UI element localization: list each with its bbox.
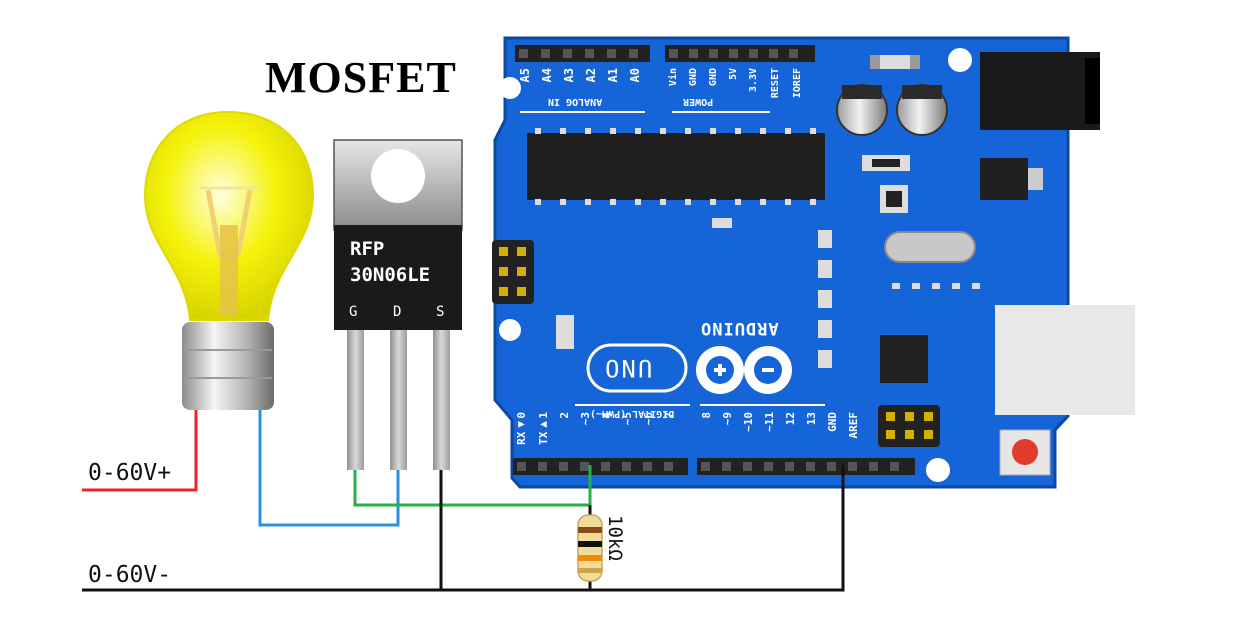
power-pin-label: GND — [688, 68, 699, 87]
board-model: UNO — [603, 354, 653, 382]
digital-pin-label: 8 — [700, 412, 713, 419]
mount-hole — [499, 77, 521, 99]
crystal — [884, 231, 976, 263]
icsp-header-2 — [878, 405, 940, 447]
resistor-label: 10kΩ — [604, 515, 626, 561]
light-bulb — [143, 110, 315, 410]
smd-part — [880, 55, 910, 69]
negative-supply-label: 0-60V- — [88, 562, 172, 588]
positive-supply-label: 0-60V+ — [88, 460, 172, 486]
mosfet-hole — [371, 149, 425, 203]
analog-pin-label: A1 — [606, 68, 620, 83]
mount-hole — [926, 458, 950, 482]
digital-pin-label: AREF — [847, 412, 860, 439]
mosfet-pin-gate: G — [349, 304, 358, 320]
power-header-label: POWER — [683, 96, 714, 107]
mosfet-leg-d — [390, 330, 407, 470]
uno-badge — [586, 343, 688, 393]
mount-hole — [499, 319, 521, 341]
usb-port — [995, 305, 1135, 415]
digital-pin-label: TX▶1 — [537, 412, 550, 445]
ground-wire — [82, 465, 845, 592]
power-pin-label: Vin — [668, 68, 679, 87]
positive-wire — [82, 410, 198, 492]
digital-pin-label: 13 — [805, 412, 818, 426]
digital-pin-label: ~3 — [579, 412, 592, 426]
digital-pin-label: ~9 — [721, 412, 734, 426]
analog-pin-label: A2 — [584, 68, 598, 83]
analog-header-label: ANALOG IN — [548, 96, 603, 107]
power-pin-label: 5V — [728, 68, 739, 81]
board-brand: ARDUINO — [700, 318, 779, 338]
gate-wire — [353, 465, 592, 507]
analog-pin-label: A4 — [540, 68, 554, 83]
mosfet-pin-drain: D — [393, 304, 402, 320]
digital-pin-label: ~10 — [742, 412, 755, 432]
digital-pin-label: GND — [826, 412, 839, 432]
power-pin-label: IOREF — [792, 68, 803, 99]
analog-pin-label: A3 — [562, 68, 576, 83]
voltage-regulator — [980, 158, 1028, 200]
digital-pin-label: 12 — [784, 412, 797, 426]
mosfet-leg-g — [347, 330, 364, 470]
analog-pin-label: A5 — [518, 68, 532, 83]
power-pin-label: GND — [708, 68, 719, 87]
bulb-base — [182, 322, 274, 410]
power-pin-label: 3.3V — [748, 68, 759, 93]
mosfet — [333, 139, 463, 470]
arduino-board — [492, 36, 1135, 489]
mosfet-body — [334, 225, 462, 330]
icsp-header — [492, 240, 534, 304]
load-wire — [258, 410, 400, 527]
reset-button — [1012, 439, 1038, 465]
power-pin-label: RESET — [770, 68, 781, 99]
digital-pin-label: ~6 — [642, 412, 655, 426]
resistor — [577, 514, 603, 582]
mount-hole — [948, 48, 972, 72]
usb-chip — [880, 335, 928, 383]
mosfet-pin-source: S — [436, 304, 445, 320]
mosfet-part-line2: 30N06LE — [350, 264, 431, 286]
mosfet-part-line1: RFP — [350, 238, 385, 260]
digital-pin-label: RX◀0 — [515, 412, 528, 445]
digital-pin-label: 4 — [600, 412, 613, 419]
arduino-logo — [696, 346, 792, 394]
diagram-title: MOSFET — [265, 53, 457, 102]
digital-pin-label: 7 — [663, 412, 676, 419]
digital-pin-label: ~11 — [763, 412, 776, 432]
digital-pin-label: ~5 — [621, 412, 634, 426]
analog-pin-label: A0 — [628, 68, 642, 83]
power-jack — [980, 52, 1100, 130]
mosfet-leg-s — [433, 330, 450, 470]
main-chip — [527, 133, 825, 200]
digital-pin-label: 2 — [558, 412, 571, 419]
